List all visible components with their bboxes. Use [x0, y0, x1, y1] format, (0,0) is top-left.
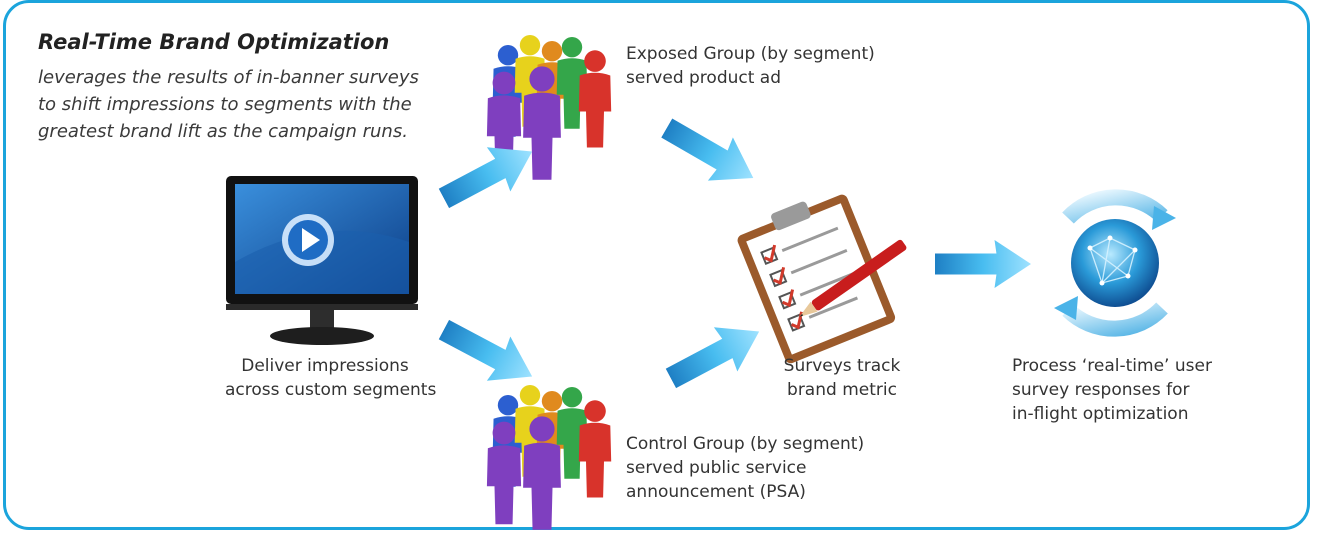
surveys-line: Surveys track — [783, 356, 901, 376]
control-line: announcement (PSA) — [626, 482, 806, 502]
monitor-label: Deliver impressions across custom segmen… — [225, 354, 437, 402]
surveys-line: brand metric — [787, 380, 897, 400]
process-label: Process ‘real-time’ user survey response… — [1012, 354, 1212, 426]
process-line: in-flight optimization — [1012, 404, 1189, 424]
control-group-people-icon — [486, 384, 612, 530]
exposed-line: Exposed Group (by segment) — [626, 44, 875, 64]
exposed-group-label: Exposed Group (by segment) served produc… — [626, 42, 875, 90]
monitor-line: Deliver impressions — [241, 356, 409, 376]
refresh-globe-icon — [1054, 189, 1176, 337]
surveys-label: Surveys track brand metric — [767, 354, 917, 402]
intro-description: leverages the results of in-banner surve… — [38, 64, 458, 145]
diagram-frame — [3, 0, 1310, 530]
process-line: survey responses for — [1012, 380, 1190, 400]
control-group-label: Control Group (by segment) served public… — [626, 432, 864, 504]
clipboard-checklist-icon — [737, 194, 907, 364]
monitor-play-icon — [226, 176, 418, 345]
monitor-line: across custom segments — [225, 380, 437, 400]
control-line: Control Group (by segment) — [626, 434, 865, 454]
intro-line: leverages the results of in-banner surve… — [38, 67, 419, 88]
intro-line: to shift impressions to segments with th… — [38, 94, 412, 115]
intro-line: greatest brand lift as the campaign runs… — [38, 121, 408, 142]
exposed-line: served product ad — [626, 68, 782, 88]
control-line: served public service — [626, 458, 807, 478]
intro-title: Real-Time Brand Optimization — [38, 30, 390, 54]
process-line: Process ‘real-time’ user — [1012, 356, 1212, 376]
flow-arrow-icon — [935, 240, 1031, 288]
